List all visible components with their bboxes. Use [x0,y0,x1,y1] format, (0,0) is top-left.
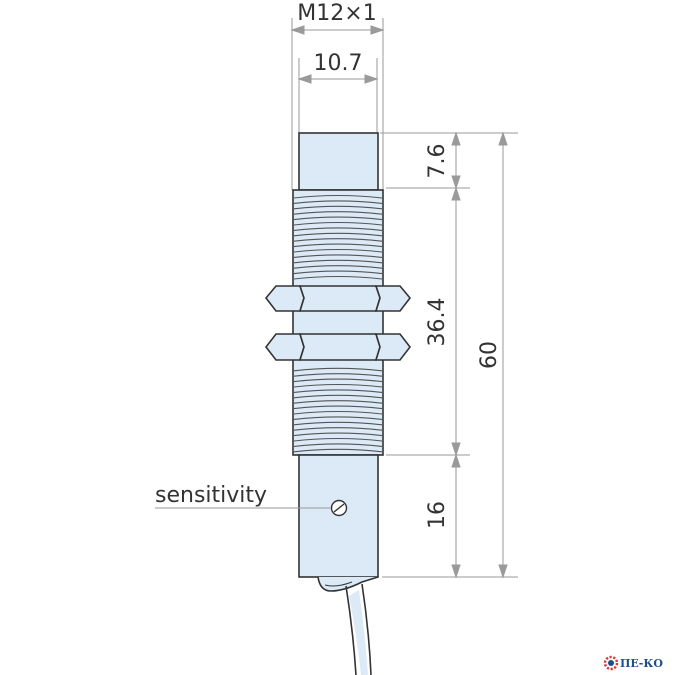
extension-lines [291,18,518,578]
cable [317,576,379,675]
thread-lines [293,194,383,453]
sensitivity-label: sensitivity [155,483,267,508]
gear-icon [603,655,619,671]
sensitivity-screw [330,499,348,517]
dim-diameter-label: 10.7 [314,51,363,76]
thread-section [292,189,384,456]
dim-thread-label: M12×1 [297,1,376,26]
sensor-cap [298,132,379,191]
dim-total-length-label: 60 [477,341,502,369]
dimension-lines [290,25,508,579]
dim-thread-length-label: 36.4 [425,298,450,347]
dim-cap-length-label: 7.6 [425,144,450,179]
dim-lower-length-label: 16 [425,501,450,529]
company-logo: ПЕ-КО [603,655,663,671]
hex-nut-lower [264,333,412,361]
hex-nut-upper [264,285,412,312]
logo-text: ПЕ-КО [620,657,663,670]
